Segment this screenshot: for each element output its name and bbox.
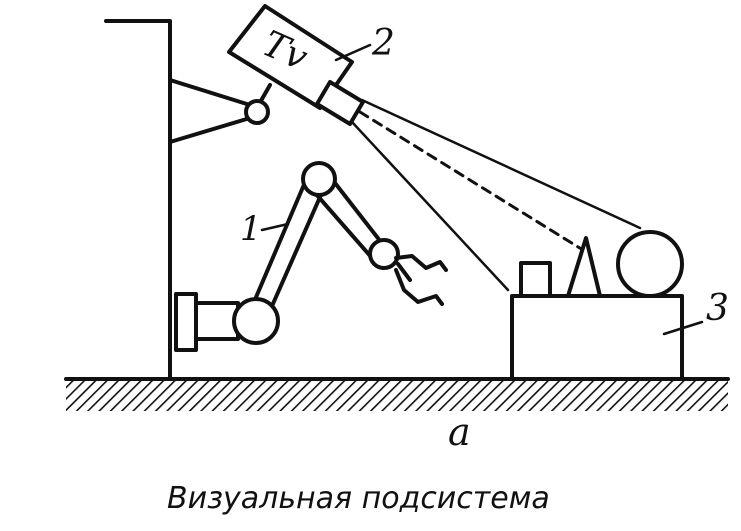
label-work-table: 3 xyxy=(706,288,729,329)
label-robot-arm: 1 xyxy=(240,209,262,249)
cone-object xyxy=(566,236,602,298)
sphere-object xyxy=(616,230,684,298)
cube-object xyxy=(519,261,552,298)
work-table xyxy=(510,230,684,381)
label-2-leader xyxy=(334,43,372,62)
robot-arm xyxy=(174,161,448,352)
label-camera: 2 xyxy=(371,23,395,64)
camera-mount xyxy=(168,78,272,144)
wall xyxy=(104,19,172,381)
camera-view-rays xyxy=(350,98,642,292)
ground xyxy=(64,377,730,411)
subfigure-letter: a xyxy=(448,410,471,454)
label-3-leader xyxy=(662,320,704,336)
tv-camera: Tv xyxy=(227,4,365,126)
label-1-leader xyxy=(260,222,290,232)
figure-caption: Визуальная подсистема xyxy=(167,481,550,516)
